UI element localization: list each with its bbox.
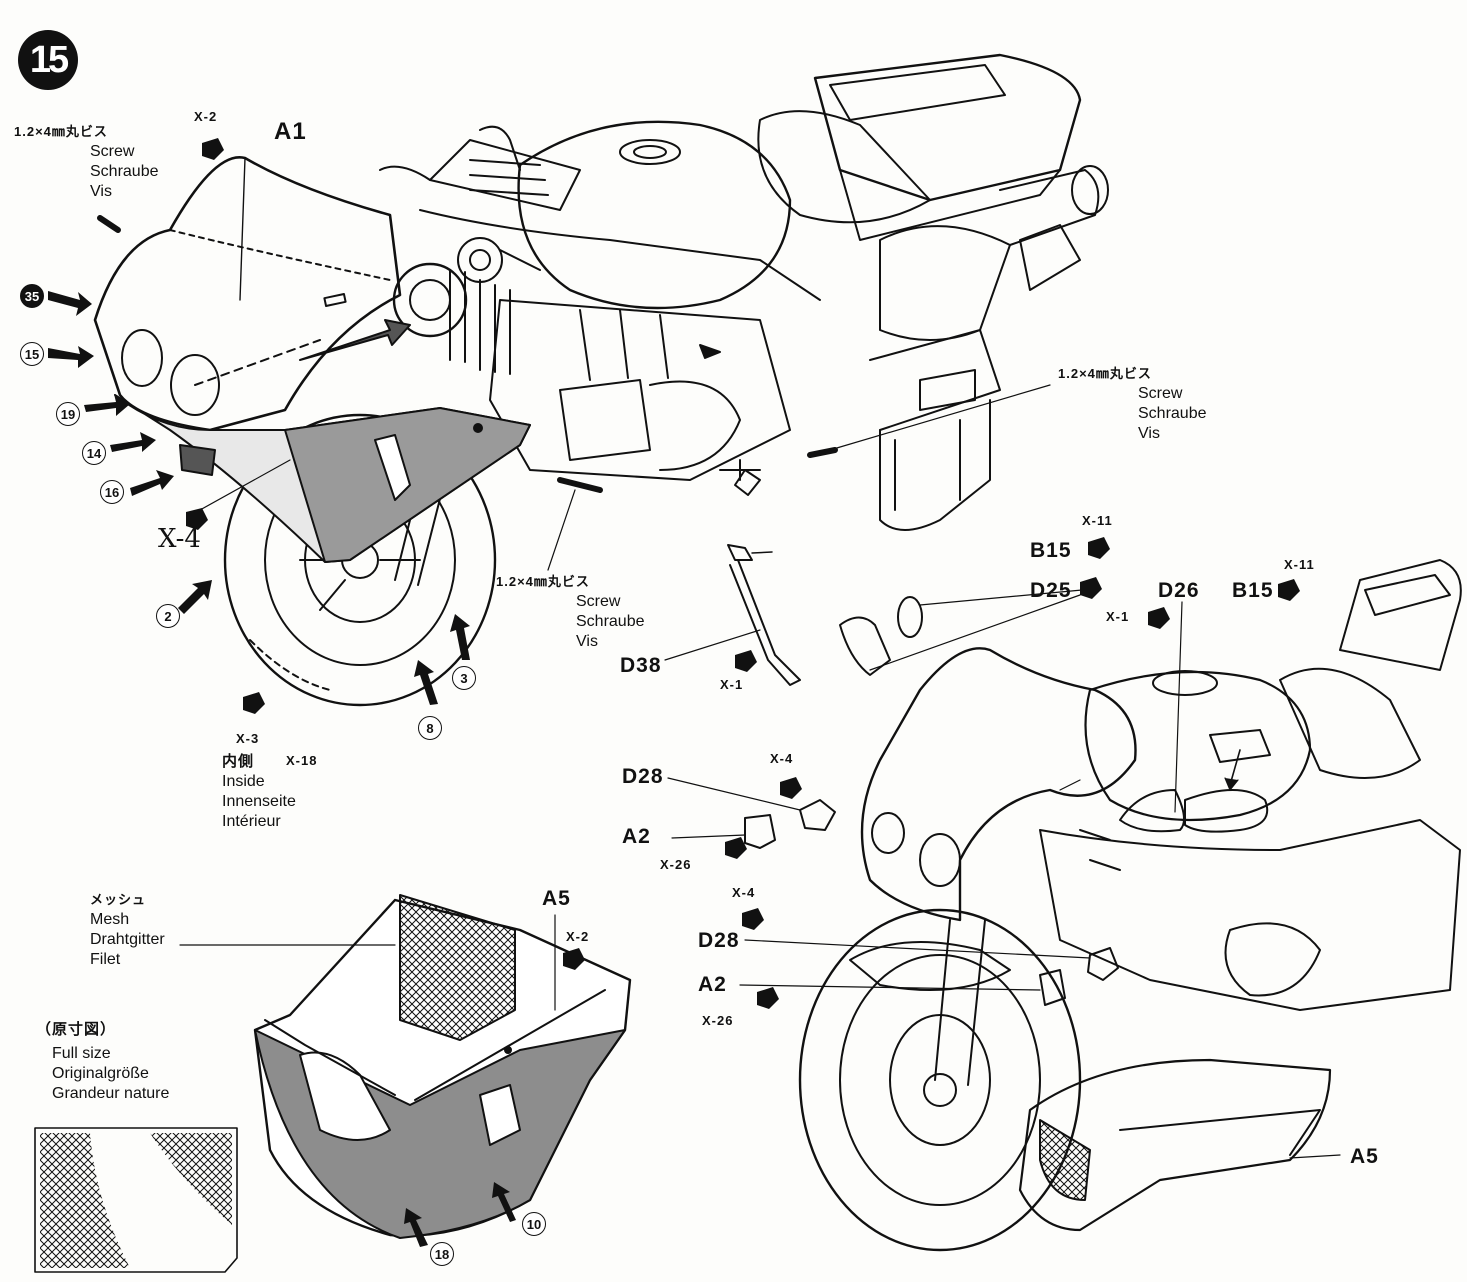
decal-number: 8 (418, 716, 442, 740)
x-code: X-4 (770, 751, 794, 766)
x-code: X-1 (1106, 609, 1130, 624)
part-label-a5-2: A5 (1350, 1145, 1379, 1168)
decal-number: 2 (156, 604, 180, 628)
x-code: X-4 (732, 885, 756, 900)
inside-fr: Intérieur (222, 813, 281, 830)
x-code: X-11 (1284, 557, 1315, 572)
screw-label-de: Schraube (576, 613, 645, 630)
full-size-jp: （原寸図） (36, 1021, 117, 1038)
x-code: X-3 (236, 731, 260, 746)
x-code-handwritten: X-4 (158, 524, 201, 554)
part-heads (186, 138, 1300, 1009)
decal-arrows (48, 291, 516, 1247)
x-code: X-2 (566, 929, 590, 944)
x-code: X-2 (194, 109, 218, 124)
full-size-fr: Grandeur nature (52, 1085, 170, 1102)
x-code: X-1 (720, 677, 744, 692)
part-label-d28: D28 (622, 765, 664, 788)
second-motorcycle-drawing (744, 559, 1462, 1252)
screw-label-de: Schraube (90, 163, 159, 180)
screw-label-en: Screw (90, 143, 135, 160)
inside-note: 内側 Inside Innenseite Intérieur (222, 752, 296, 832)
part-label-d26: D26 (1158, 579, 1200, 602)
decal-number: 10 (522, 1212, 546, 1236)
screw-label-fr: Vis (576, 633, 598, 650)
screw-label-de: Schraube (1138, 405, 1207, 422)
decal-number: 18 (430, 1242, 454, 1266)
decal-number: 16 (100, 480, 124, 504)
decal-number: 19 (56, 402, 80, 426)
part-label-a1: A1 (274, 118, 307, 145)
full-size-mesh-sample (34, 1127, 238, 1273)
full-size-note: （原寸図） Full size Originalgröße Grandeur n… (36, 1020, 170, 1104)
screw-spec: 1.2×4㎜丸ビス (496, 574, 590, 589)
second-leader-lines (667, 589, 1341, 1159)
x-code: X-26 (660, 857, 692, 872)
full-size-en: Full size (52, 1045, 111, 1062)
full-size-de: Originalgröße (52, 1065, 149, 1082)
part-label-a5: A5 (542, 887, 571, 910)
inside-de: Innenseite (222, 793, 296, 810)
mesh-de: Drahtgitter (90, 931, 165, 948)
inside-jp: 内側 (222, 753, 255, 770)
screw-spec: 1.2×4㎜丸ビス (14, 124, 108, 139)
main-motorcycle-drawing (93, 53, 1109, 707)
part-label-a2-2: A2 (698, 973, 727, 996)
x-code: X-26 (702, 1013, 734, 1028)
part-label-b15: B15 (1030, 539, 1072, 562)
screw-label-fr: Vis (1138, 425, 1160, 442)
screw-label-fr: Vis (90, 183, 112, 200)
mesh-note: メッシュ Mesh Drahtgitter Filet (90, 890, 165, 970)
x-code: X-11 (1082, 513, 1113, 528)
decal-number: 15 (20, 342, 44, 366)
x-code: X-18 (286, 753, 318, 768)
mesh-en: Mesh (90, 911, 130, 928)
screw-label-en: Screw (1138, 385, 1183, 402)
step-number-badge: 15 (18, 30, 78, 90)
screw-spec: 1.2×4㎜丸ビス (1058, 366, 1152, 381)
part-label-a2: A2 (622, 825, 651, 848)
part-label-d25: D25 (1030, 579, 1072, 602)
decal-number: 14 (82, 441, 106, 465)
decal-number: 3 (452, 666, 476, 690)
inside-en: Inside (222, 773, 265, 790)
mesh-jp: メッシュ (90, 892, 147, 907)
screw-label-en: Screw (576, 593, 621, 610)
part-label-b15-2: B15 (1232, 579, 1274, 602)
screw-callout-top-left: 1.2×4㎜丸ビス Screw Schraube Vis (14, 122, 159, 202)
top-leader-lines (199, 384, 1051, 661)
mesh-fr: Filet (90, 951, 121, 968)
screw-callout-right: 1.2×4㎜丸ビス Screw Schraube Vis (1058, 364, 1207, 444)
decal-number: 35 (20, 284, 44, 308)
part-label-d28-2: D28 (698, 929, 740, 952)
a5-lower-fairing-drawing (179, 894, 632, 1239)
part-label-d38: D38 (620, 654, 662, 677)
screw-callout-middle: 1.2×4㎜丸ビス Screw Schraube Vis (496, 572, 645, 652)
